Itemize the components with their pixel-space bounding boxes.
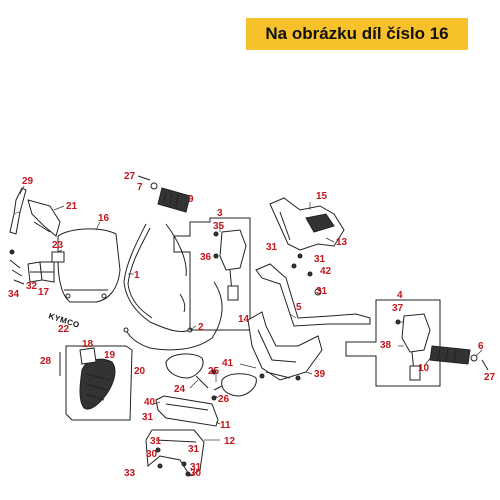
callout-14: 14 [238, 314, 250, 325]
callout-31-b: 31 [314, 254, 326, 265]
bolt-34 [9, 259, 25, 285]
callout-21: 21 [66, 201, 78, 212]
mirror-left [165, 353, 204, 379]
handlebar-tube [255, 263, 371, 327]
callout-34: 34 [8, 289, 20, 300]
callout-30-a: 30 [146, 449, 158, 460]
callout-26: 26 [218, 394, 230, 405]
callout-35: 35 [213, 221, 225, 232]
washer-6 [470, 354, 478, 362]
callout-23: 23 [52, 240, 64, 251]
washer-7 [150, 182, 158, 190]
cable-1 [123, 223, 191, 333]
right-grip-group [429, 345, 489, 371]
callout-31-g: 31 [188, 444, 200, 455]
grip-10 [429, 345, 471, 365]
callout-38: 38 [380, 340, 392, 351]
callout-10: 10 [418, 363, 430, 374]
callout-31-d: 31 [142, 412, 154, 423]
callout-36: 36 [200, 252, 212, 263]
panel-outline-right [345, 299, 441, 387]
callout-18: 18 [82, 339, 94, 350]
callout-3: 3 [217, 208, 223, 219]
callout-33: 33 [124, 468, 136, 479]
right-switch-panel [345, 299, 441, 387]
callout-31-f: 31 [190, 462, 202, 473]
callout-42: 42 [320, 266, 332, 277]
grip-9 [157, 187, 191, 213]
callout-1: 1 [134, 270, 140, 281]
left-grip-group [137, 175, 191, 213]
handlebar-cover-upper [269, 197, 345, 277]
cover-14 [247, 311, 323, 381]
switch-box-right [401, 313, 431, 353]
callout-17: 17 [38, 287, 50, 298]
bottom-covers [145, 395, 219, 477]
callout-30-b: 30 [190, 468, 202, 479]
callout-39: 39 [314, 369, 326, 380]
callout-40: 40 [144, 397, 156, 408]
screw-27-right [481, 359, 489, 371]
windscreen-group: KYMCO [9, 187, 121, 330]
callout-12: 12 [224, 436, 236, 447]
plate-23 [51, 251, 65, 263]
callout-4: 4 [397, 290, 403, 301]
cover-11 [155, 395, 219, 427]
front-cover-group [59, 345, 133, 421]
callout-25: 25 [208, 366, 220, 377]
callout-28: 28 [40, 356, 52, 367]
handlebar-cover-lower [247, 311, 323, 381]
callout-20: 20 [134, 366, 146, 377]
callout-16: 16 [98, 213, 110, 224]
leader-lines [19, 185, 483, 441]
callout-7: 7 [137, 182, 143, 193]
callout-32: 32 [26, 281, 38, 292]
bracket-21 [27, 199, 61, 237]
bracket-29 [13, 187, 27, 215]
callout-9: 9 [188, 194, 194, 205]
callout-labels: 29 21 16 23 32 17 34 22 18 19 28 20 27 7… [8, 171, 496, 479]
callout-15: 15 [316, 191, 328, 202]
callout-6: 6 [478, 341, 484, 352]
callout-19: 19 [104, 350, 116, 361]
switch-box-left [219, 229, 247, 271]
piece-18 [79, 347, 97, 365]
callout-29: 29 [22, 176, 34, 187]
cable-2 [125, 281, 223, 351]
callout-37: 37 [392, 303, 404, 314]
callout-24: 24 [174, 384, 186, 395]
handlebar-5 [255, 263, 371, 327]
cover-grille [79, 358, 116, 410]
mirrors [165, 353, 257, 401]
callout-41: 41 [222, 358, 234, 369]
callout-31-e: 31 [150, 436, 162, 447]
windscreen-16 [57, 228, 121, 303]
banner-text: Na obrázku díl číslo 16 [265, 24, 449, 43]
screw-27 [137, 175, 151, 181]
cables [123, 223, 223, 351]
callout-13: 13 [336, 237, 348, 248]
bolt-42 [314, 288, 322, 296]
callout-2: 2 [198, 322, 204, 333]
callout-31-a: 31 [266, 242, 278, 253]
mirror-right [221, 373, 257, 397]
callout-5: 5 [296, 302, 302, 313]
callout-22: 22 [58, 324, 70, 335]
callout-27-right: 27 [484, 372, 496, 383]
callout-31-c: 31 [316, 286, 328, 297]
callout-11: 11 [220, 420, 231, 431]
part-banner: Na obrázku díl číslo 16 [246, 18, 468, 50]
callout-27: 27 [124, 171, 136, 182]
